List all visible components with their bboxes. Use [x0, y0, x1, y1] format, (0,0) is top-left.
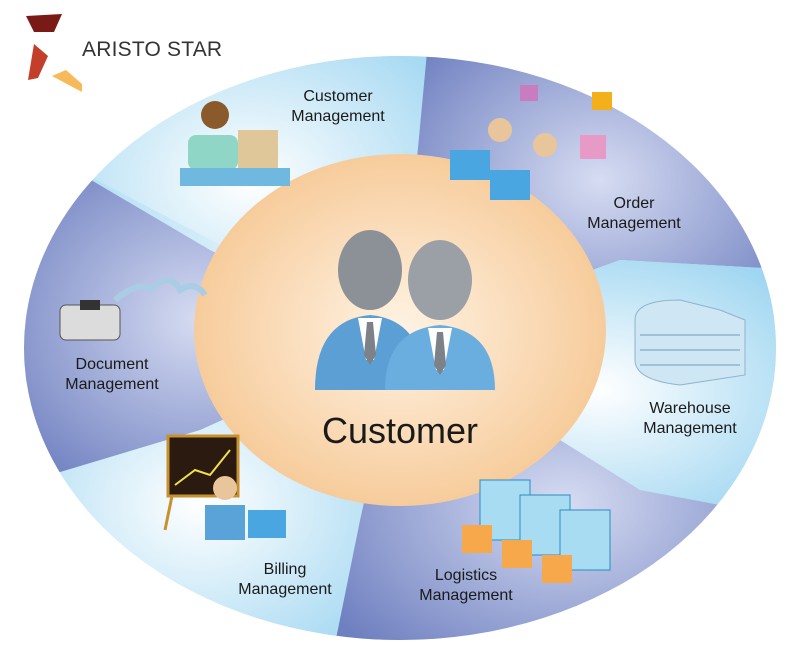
customer-figures-icon [315, 230, 495, 390]
label-line: Logistics [434, 567, 498, 584]
label-line: Management [419, 587, 513, 604]
label-customer-management: Customer Management [291, 87, 384, 127]
label-line: Warehouse [649, 400, 731, 417]
brand-name: ARISTO STAR [82, 38, 223, 61]
label-line: Billing [263, 561, 307, 578]
label-logistics-management: Logistics Management [419, 566, 512, 606]
billing-chart-icon [163, 434, 286, 540]
label-line: Management [65, 376, 159, 393]
label-line: Management [587, 215, 681, 232]
label-document-management: Document Management [65, 355, 158, 395]
label-billing-management: Billing Management [238, 560, 331, 600]
label-order-management: Order Management [587, 194, 680, 234]
document-printer-icon [59, 277, 208, 341]
label-warehouse-management: Warehouse Management [643, 399, 736, 439]
label-line: Management [643, 420, 737, 437]
center-label: Customer [321, 410, 479, 451]
warehouse-building-icon [634, 299, 746, 386]
label-line: Document [75, 356, 149, 373]
aristo-star-logo [26, 14, 82, 92]
label-line: Management [291, 108, 385, 125]
call-center-agent-icon [180, 101, 290, 186]
order-processing-icon [450, 85, 612, 200]
label-line: Order [613, 195, 655, 212]
label-line: Customer [303, 88, 373, 105]
label-line: Management [238, 581, 332, 598]
delivery-trucks-icon [462, 479, 611, 583]
